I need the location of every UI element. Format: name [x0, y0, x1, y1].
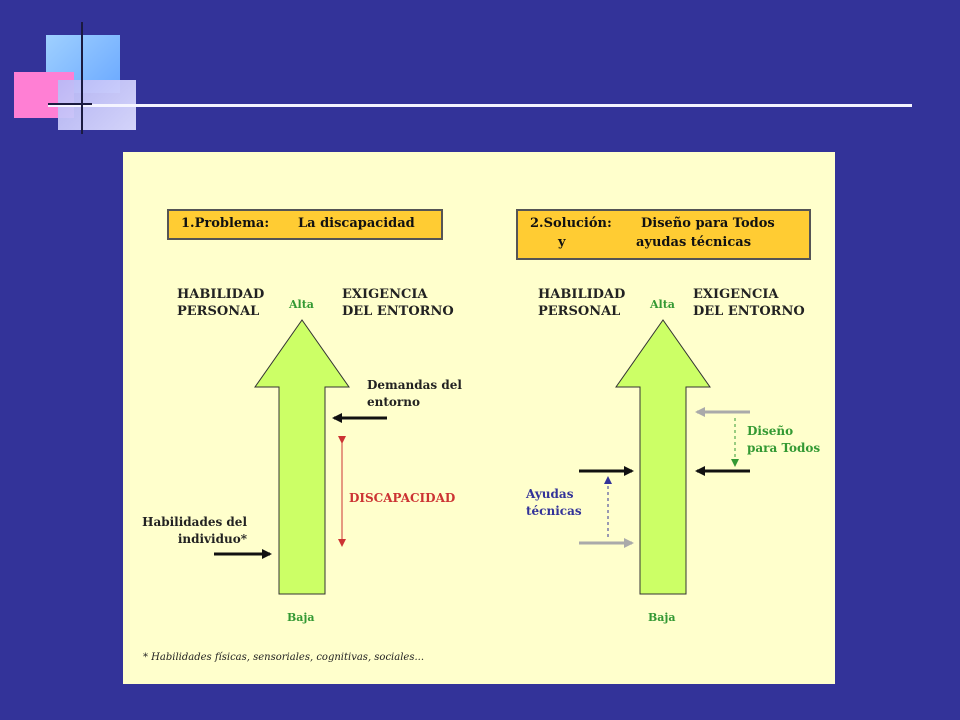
ayudas-label: Ayudas técnicas — [526, 487, 582, 518]
footnote: * Habilidades físicas, sensoriales, cogn… — [143, 652, 424, 663]
left-habilidad-label: HABILIDAD PERSONAL — [177, 287, 265, 319]
diseno-label: Diseño para Todos — [747, 424, 821, 455]
decor-vertical-line — [81, 22, 83, 134]
problem-header-title: La discapacidad — [298, 216, 415, 231]
solution-header-title-line1: Diseño para Todos — [641, 216, 775, 231]
solution-header-box: 2.Solución: Diseño para Todos y ayudas t… — [516, 209, 811, 260]
left-exigencia-label: EXIGENCIA DEL ENTORNO — [342, 287, 454, 319]
right-ability-arrow — [615, 319, 711, 595]
problem-header-number: 1.Problema: — [181, 216, 270, 231]
left-ability-arrow — [254, 319, 350, 595]
solution-header-y: y — [558, 235, 566, 250]
left-baja-label: Baja — [287, 611, 315, 624]
solution-header-title-line2: ayudas técnicas — [636, 235, 752, 250]
decor-horizontal-line-dark — [48, 103, 92, 105]
demandas-label: Demandas del entorno — [367, 378, 462, 409]
right-alta-label: Alta — [650, 298, 675, 311]
discapacidad-label: DISCAPACIDAD — [349, 491, 456, 505]
right-exigencia-label: EXIGENCIA DEL ENTORNO — [693, 287, 805, 319]
problem-header-box: 1.Problema: La discapacidad — [167, 209, 443, 240]
solution-header-number: 2.Solución: — [530, 216, 612, 231]
left-alta-label: Alta — [289, 298, 314, 311]
decor-horizontal-line — [48, 104, 912, 107]
right-baja-label: Baja — [648, 611, 676, 624]
habilidades-individuo-label: Habilidades del individuo* — [142, 515, 247, 546]
diagram-graphics — [214, 319, 750, 595]
right-habilidad-label: HABILIDAD PERSONAL — [538, 287, 626, 319]
diagram-panel: 1.Problema: La discapacidad HABILIDAD PE… — [123, 152, 835, 684]
